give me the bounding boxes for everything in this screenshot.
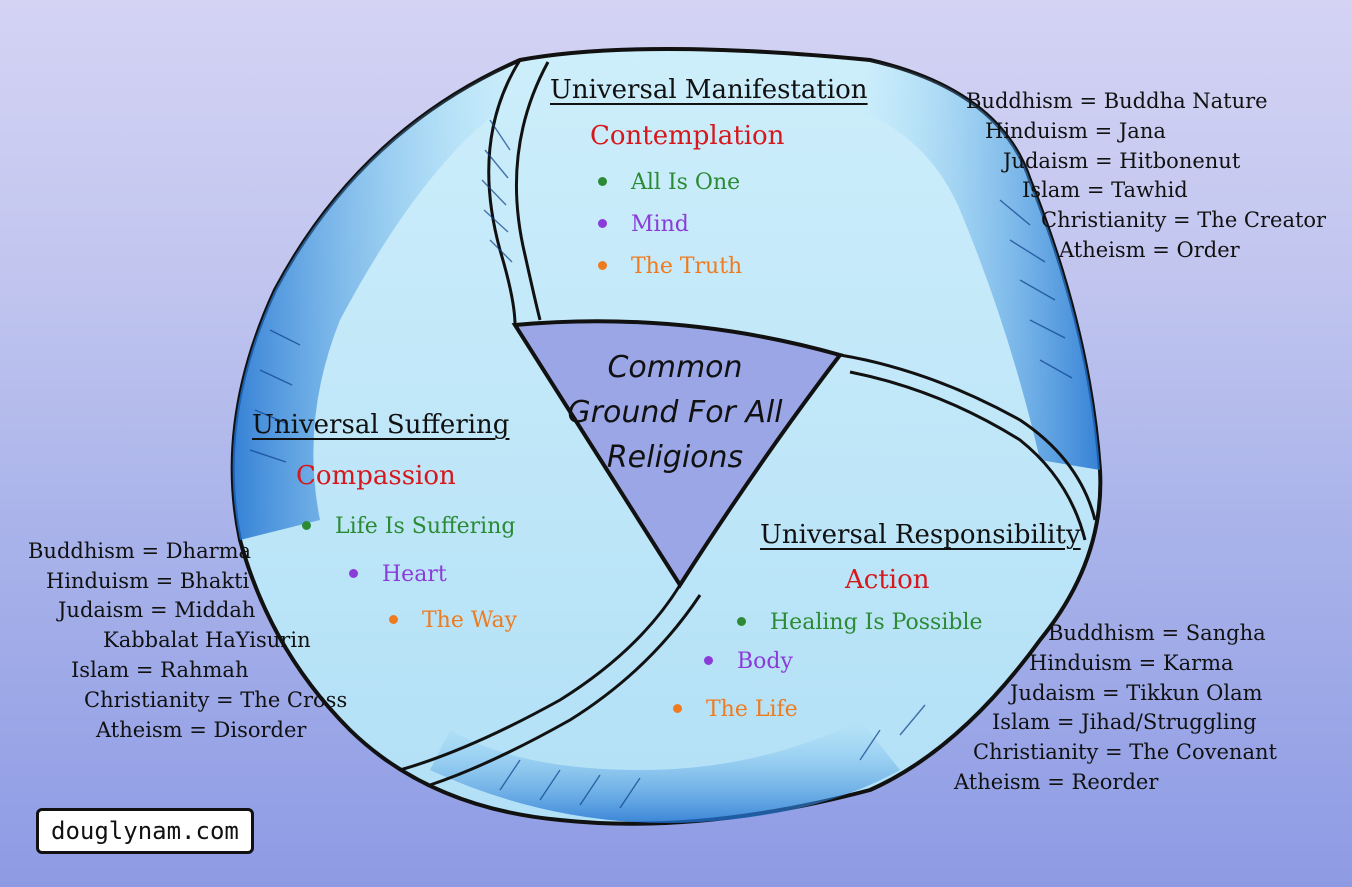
manifestation-subheading: Contemplation bbox=[590, 121, 785, 151]
suffering-heading: Universal Suffering bbox=[252, 410, 510, 440]
manifestation-point-1: All Is One bbox=[598, 172, 740, 194]
mapping-suffering-6: Christianity = The Cross bbox=[84, 688, 348, 712]
mapping-manifestation-2: Hinduism = Jana bbox=[985, 119, 1166, 143]
manifestation-heading: Universal Manifestation bbox=[550, 75, 868, 105]
mapping-responsibility-5: Christianity = The Covenant bbox=[973, 740, 1277, 764]
mapping-manifestation-1: Buddhism = Buddha Nature bbox=[966, 89, 1268, 113]
mapping-manifestation-6: Atheism = Order bbox=[1059, 238, 1240, 262]
suffering-point-2: Heart bbox=[349, 564, 447, 586]
responsibility-point-2: Body bbox=[704, 651, 793, 673]
mapping-suffering-2: Hinduism = Bhakti bbox=[46, 569, 250, 593]
ribbon-hatching bbox=[249, 119, 1073, 809]
ribbon-shade-left bbox=[232, 60, 520, 540]
ribbon-shade-right bbox=[860, 60, 1100, 470]
mapping-responsibility-6: Atheism = Reorder bbox=[954, 770, 1159, 794]
manifestation-point-3: The Truth bbox=[598, 256, 742, 278]
bullet-dot bbox=[673, 703, 682, 713]
mapping-manifestation-3: Judaism = Hitbonenut bbox=[1003, 149, 1241, 173]
responsibility-heading: Universal Responsibility bbox=[760, 520, 1081, 550]
bullet-dot bbox=[598, 260, 607, 270]
ribbon-fold-right bbox=[839, 353, 1097, 541]
suffering-subheading: Compassion bbox=[296, 461, 456, 491]
mapping-manifestation-5: Christianity = The Creator bbox=[1041, 208, 1327, 232]
mapping-suffering-4: Kabbalat HaYisurin bbox=[103, 628, 311, 652]
center-line-2: Ground For All bbox=[567, 395, 783, 430]
bullet-dot bbox=[737, 616, 746, 626]
mapping-suffering-1: Buddhism = Dharma bbox=[28, 539, 252, 563]
responsibility-point-3: The Life bbox=[673, 699, 798, 721]
suffering-point-1: Life Is Suffering bbox=[302, 516, 515, 538]
mapping-responsibility-3: Judaism = Tikkun Olam bbox=[1010, 681, 1263, 705]
ribbon-fold-left bbox=[399, 584, 702, 787]
responsibility-point-1: Healing Is Possible bbox=[737, 612, 983, 634]
center-label: Common Ground For All Religions bbox=[555, 345, 795, 480]
bullet-dot bbox=[598, 176, 607, 186]
center-triangle-hole bbox=[511, 319, 844, 589]
center-line-3: Religions bbox=[606, 440, 744, 475]
mapping-responsibility-1: Buddhism = Sangha bbox=[1048, 621, 1266, 645]
bullet-dot bbox=[704, 655, 713, 665]
ribbon-shade-bottom bbox=[430, 720, 900, 823]
site-logo: douglynam.com bbox=[36, 808, 254, 854]
responsibility-subheading: Action bbox=[845, 565, 930, 595]
bullet-dot bbox=[302, 520, 311, 530]
mapping-suffering-5: Islam = Rahmah bbox=[71, 658, 249, 682]
mapping-responsibility-2: Hinduism = Karma bbox=[1029, 651, 1234, 675]
bullet-dot bbox=[598, 218, 607, 228]
center-line-1: Common bbox=[607, 350, 743, 385]
manifestation-point-2: Mind bbox=[598, 214, 689, 236]
mapping-suffering-7: Atheism = Disorder bbox=[96, 718, 307, 742]
bullet-dot bbox=[349, 568, 358, 578]
ribbon-fold-top bbox=[487, 59, 550, 326]
suffering-point-3: The Way bbox=[389, 610, 517, 632]
mapping-responsibility-4: Islam = Jihad/Struggling bbox=[992, 710, 1257, 734]
mapping-suffering-3: Judaism = Middah bbox=[58, 598, 256, 622]
bullet-dot bbox=[389, 614, 398, 624]
mapping-manifestation-4: Islam = Tawhid bbox=[1022, 178, 1188, 202]
